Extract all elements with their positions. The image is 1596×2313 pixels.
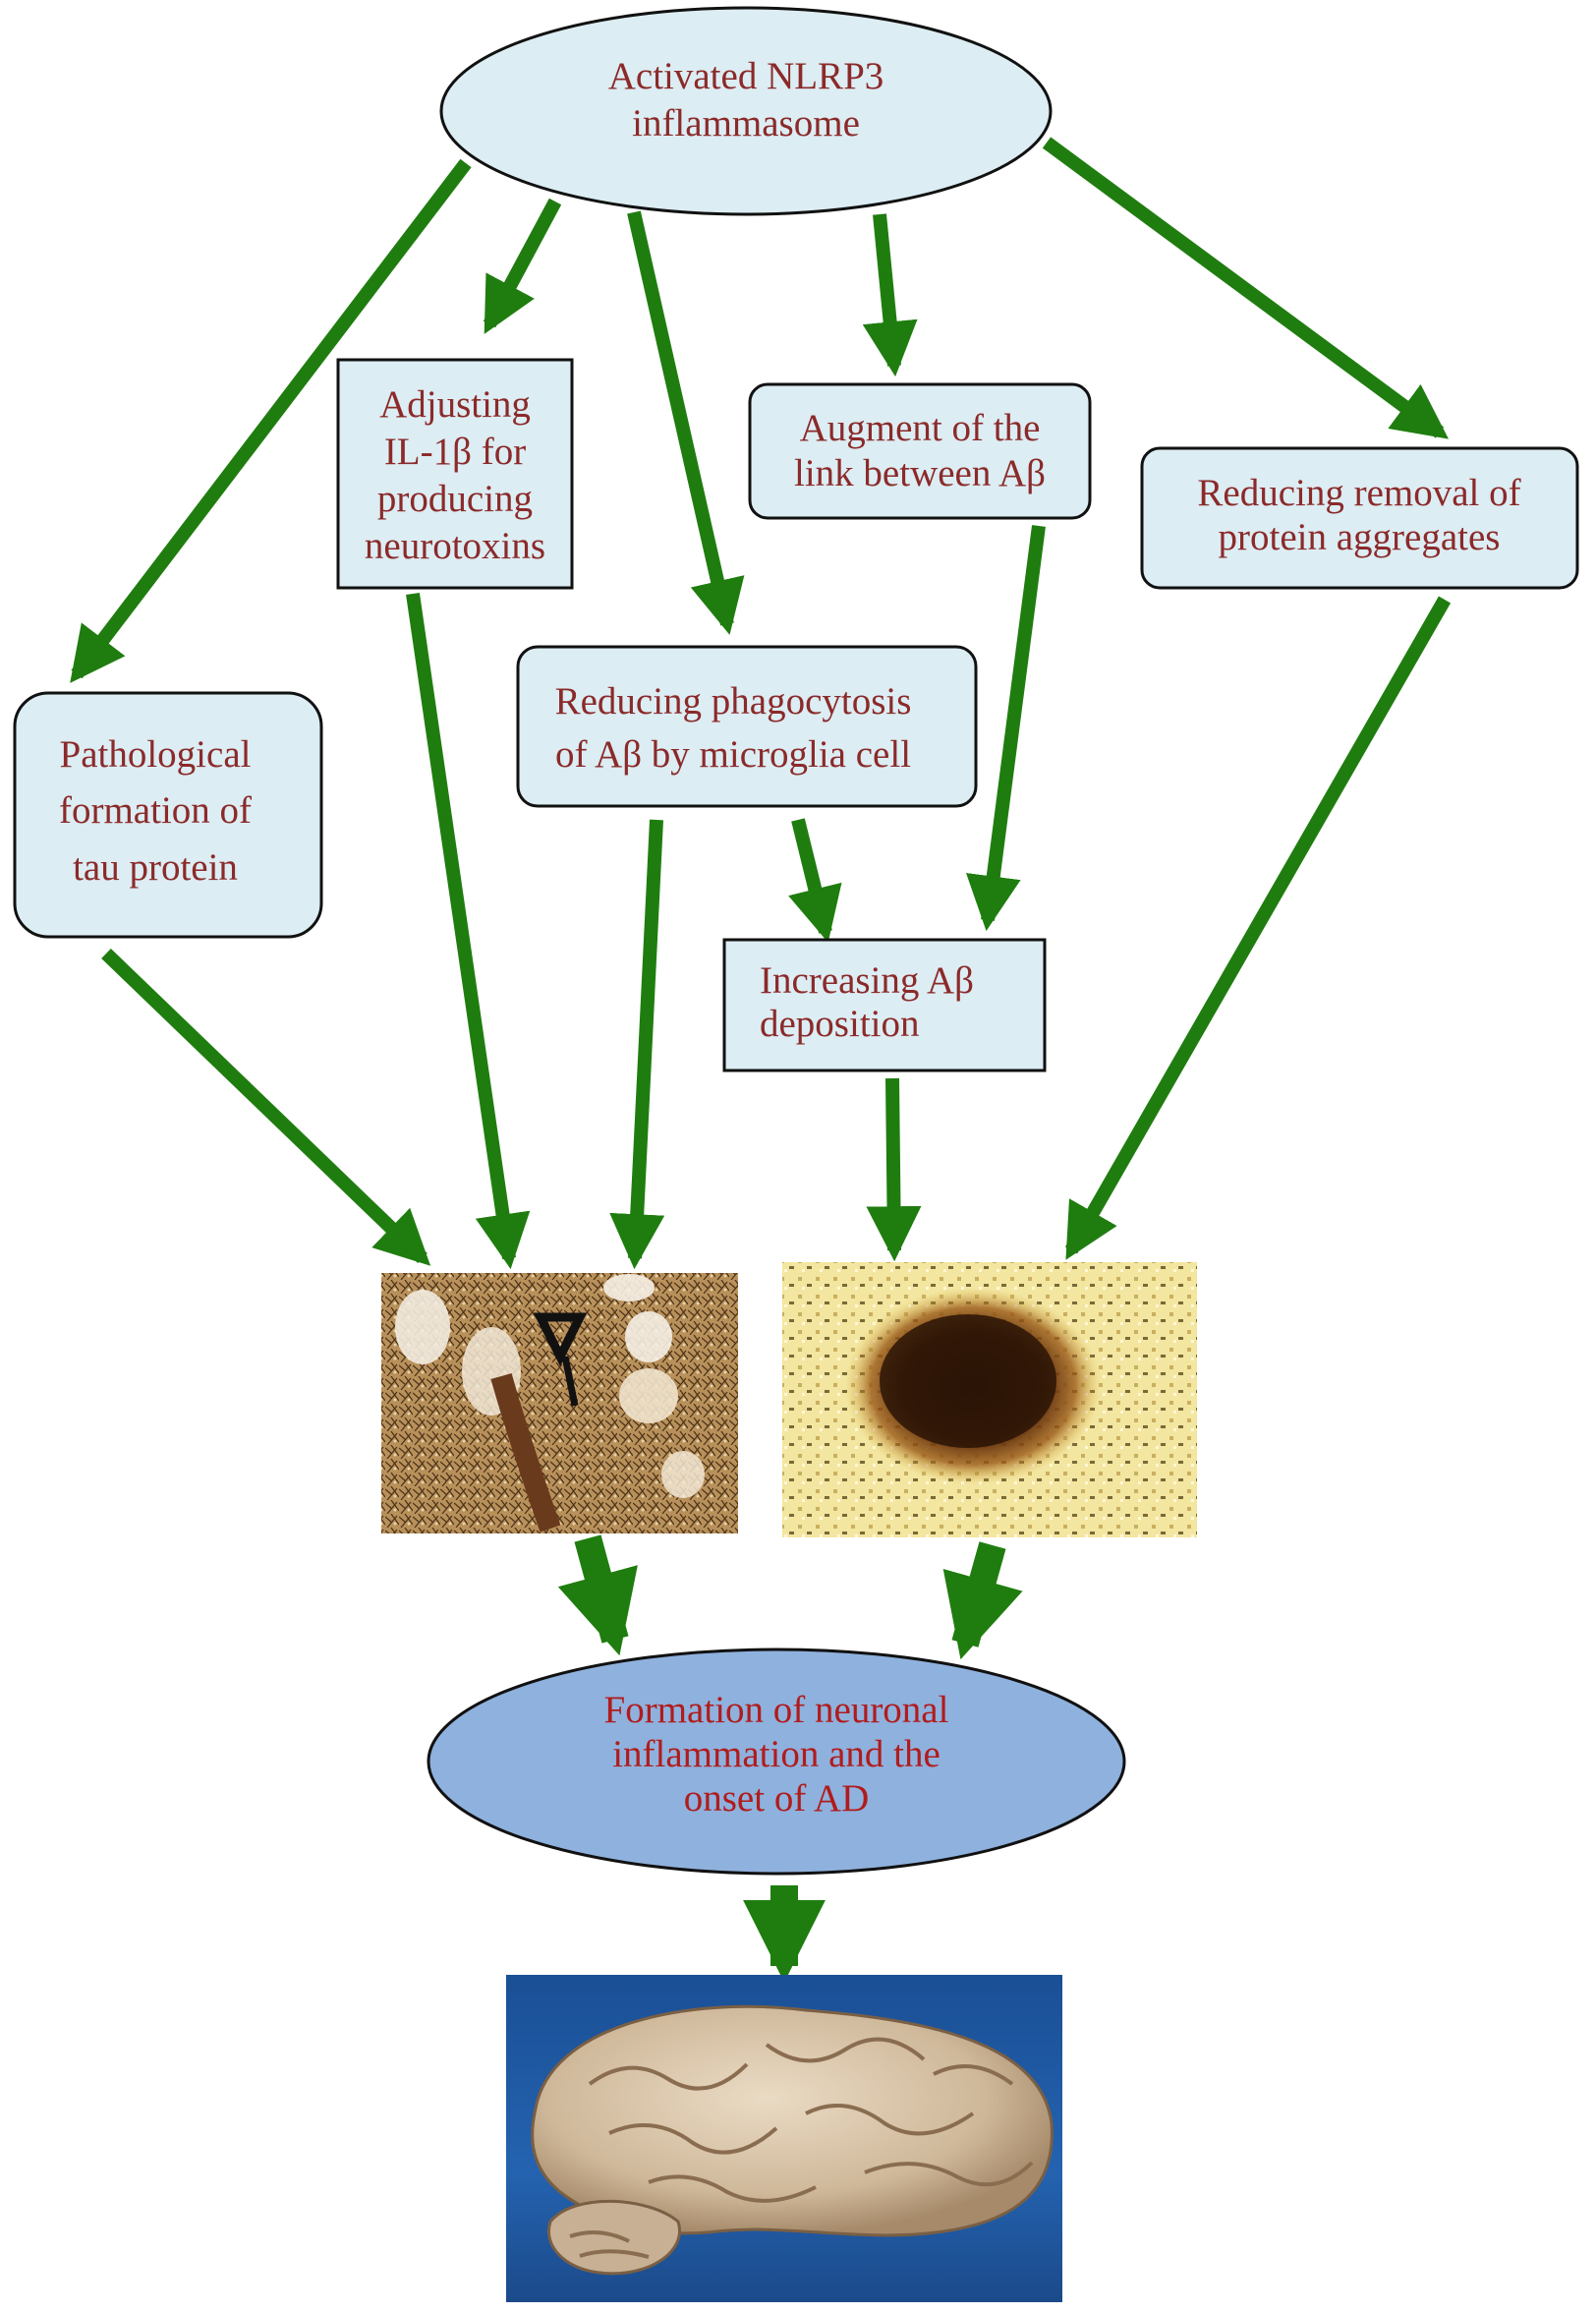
arrow-tau-to-tangle [101, 948, 431, 1266]
node-augment-line1: Augment of the [800, 407, 1041, 449]
node-phagocytosis-line2: of Aβ by microglia cell [555, 733, 911, 776]
brain-photo [506, 1975, 1062, 2302]
arrow-top-to-removal [1042, 137, 1450, 439]
node-il1b-line1: Adjusting [379, 383, 531, 426]
thick-arrows [557, 1534, 1023, 1983]
node-il1b-line3: producing [377, 478, 533, 520]
node-augment-link: Augment of the link between Aβ [748, 382, 1092, 520]
tangle-micrograph [381, 1273, 738, 1533]
arrow-plaque-to-outcome [942, 1541, 1023, 1660]
node-neuronal-inflammation: Formation of neuronal inflammation and t… [427, 1648, 1126, 1876]
arrow-top-to-phagocytosis [627, 210, 745, 635]
node-deposition-line2: deposition [760, 1003, 920, 1045]
node-tau-protein: Pathological formation of tau protein [13, 691, 323, 939]
node-il1b-line2: IL-1β for [384, 431, 526, 473]
node-activated-nlrp3-line2: inflammasome [632, 102, 860, 145]
node-activated-nlrp3-line1: Activated NLRP3 [608, 55, 884, 97]
node-augment-line2: link between Aβ [794, 452, 1046, 494]
node-removal-line1: Reducing removal of [1197, 472, 1520, 514]
node-deposition-line1: Increasing Aβ [760, 959, 974, 1002]
arrow-removal-to-plaque [1064, 596, 1452, 1260]
node-adjusting-il1b: Adjusting IL-1β for producing neurotoxin… [336, 358, 574, 590]
arrow-top-to-tau [70, 158, 472, 683]
arrow-top-to-il1b [483, 198, 562, 334]
node-phagocytosis-line1: Reducing phagocytosis [555, 680, 912, 723]
node-tau-line2: formation of [59, 789, 252, 832]
node-reducing-removal: Reducing removal of protein aggregates [1140, 446, 1579, 590]
node-removal-line2: protein aggregates [1219, 516, 1501, 558]
arrows [70, 137, 1452, 1270]
arrow-augment-to-deposition [965, 525, 1046, 932]
arrow-deposition-to-plaque [866, 1077, 922, 1262]
node-inflammation-line1: Formation of neuronal [604, 1689, 949, 1731]
arrow-tangle-to-outcome [557, 1534, 638, 1656]
node-inflammation-line2: inflammation and the [612, 1733, 940, 1775]
node-activated-nlrp3: Activated NLRP3 inflammasome [439, 6, 1053, 216]
node-tau-line3: tau protein [73, 846, 238, 889]
arrow-il1b-to-tangle [406, 592, 531, 1270]
brain-gyri [569, 2037, 1034, 2259]
arrow-top-to-augment [862, 213, 918, 377]
node-reducing-phagocytosis: Reducing phagocytosis of Aβ by microglia… [516, 645, 978, 808]
node-increasing-deposition: Increasing Aβ deposition [722, 938, 1047, 1072]
node-il1b-line4: neurotoxins [365, 525, 545, 567]
plaque-micrograph [782, 1262, 1197, 1537]
arrow-phagocytosis-to-tangle [609, 819, 665, 1270]
node-inflammation-line3: onset of AD [684, 1777, 870, 1820]
arrow-phagocytosis-to-deposition [788, 818, 842, 943]
node-tau-line1: Pathological [60, 733, 252, 776]
